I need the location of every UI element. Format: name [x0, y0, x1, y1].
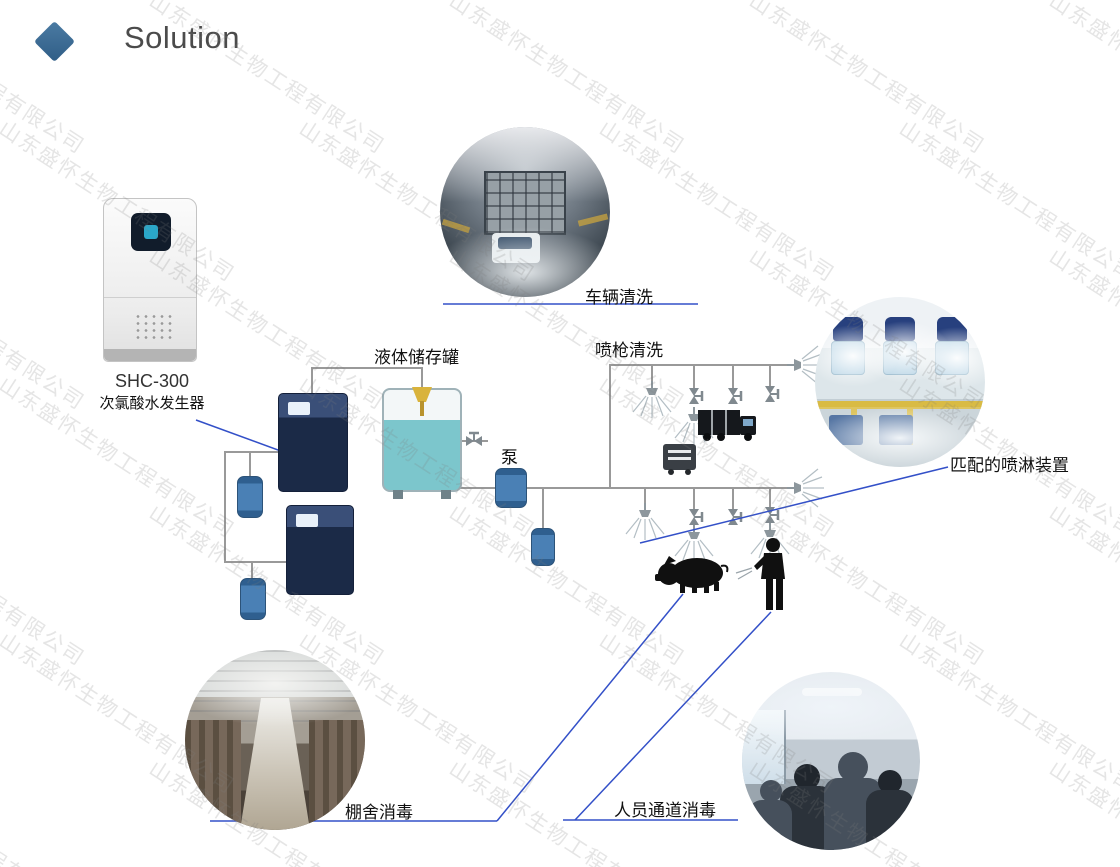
truck-icon — [698, 410, 756, 441]
unit-screen — [288, 402, 310, 415]
pig-icon — [655, 556, 729, 593]
mist-overlay — [911, 327, 985, 389]
spray-nozzle-icon — [625, 502, 665, 541]
tank-leg — [393, 490, 403, 499]
generator-unit-2 — [286, 505, 354, 595]
label-storage-tank: 液体储存罐 — [374, 348, 459, 367]
photo-vehicle-wash — [440, 127, 610, 297]
person-shoulders — [866, 790, 914, 850]
page-title: Solution — [124, 20, 241, 55]
mist-overlay — [440, 227, 610, 297]
valve-icon — [763, 384, 780, 404]
label-pump: 泵 — [501, 448, 518, 467]
pump-cylinder — [495, 468, 527, 508]
fog-overlay — [742, 672, 920, 742]
stall-row — [185, 720, 241, 830]
unit-screen — [296, 514, 318, 527]
fog-overlay — [185, 650, 365, 726]
inline-cylinder — [237, 476, 263, 518]
connector-line — [639, 466, 949, 544]
truck-container — [484, 171, 566, 235]
photo-shed-disinfection — [185, 650, 365, 830]
machine-seam — [104, 297, 196, 298]
spray-nozzle-icon — [786, 468, 825, 508]
connector-line — [496, 593, 684, 822]
valve-icon — [464, 431, 484, 448]
tank-leg — [441, 490, 451, 499]
shc300-machine-image — [103, 198, 197, 362]
rail — [577, 213, 609, 227]
label-matched-spray-device: 匹配的喷淋装置 — [950, 456, 1069, 475]
tank-funnel-icon — [412, 387, 432, 402]
valve-icon — [726, 386, 743, 406]
stall-row — [309, 720, 365, 830]
photo-personnel-channel — [742, 672, 920, 850]
inline-cylinder — [240, 578, 266, 620]
label-personnel-channel: 人员通道消毒 — [614, 801, 716, 820]
person-shoulders — [748, 800, 792, 850]
label-shed-disinfection: 棚舍消毒 — [345, 803, 413, 822]
person-head — [794, 764, 820, 790]
mist-overlay — [815, 407, 985, 467]
label-generator-model: SHC-300 — [114, 371, 190, 391]
valve-icon — [687, 386, 704, 406]
machine-base — [104, 349, 196, 361]
generator-unit-1 — [278, 393, 348, 492]
inline-cylinder — [531, 528, 555, 566]
label-spray-gun-wash: 喷枪清洗 — [595, 341, 663, 360]
yellow-frame — [815, 401, 985, 409]
label-vehicle-wash: 车辆清洗 — [585, 288, 653, 307]
spray-nozzle-icons — [625, 345, 825, 563]
machine-screen-icon — [144, 225, 158, 239]
person-head — [838, 752, 868, 782]
person-icon — [735, 538, 785, 610]
machine-vents — [134, 313, 176, 341]
spray-nozzle-icon — [674, 524, 714, 563]
person-head — [760, 780, 782, 802]
valve-icon — [687, 507, 704, 527]
spray-nozzle-icon — [632, 380, 672, 419]
disinfection-cart-icon — [663, 444, 696, 475]
photo-spray-device — [815, 297, 985, 467]
connector-line — [574, 611, 772, 821]
tank-funnel-stem — [420, 401, 424, 416]
machine-screen — [131, 213, 171, 251]
valve-icon — [726, 507, 743, 527]
label-generator-name: 次氯酸水发生器 — [99, 395, 205, 412]
liquid-storage-tank — [382, 387, 462, 499]
